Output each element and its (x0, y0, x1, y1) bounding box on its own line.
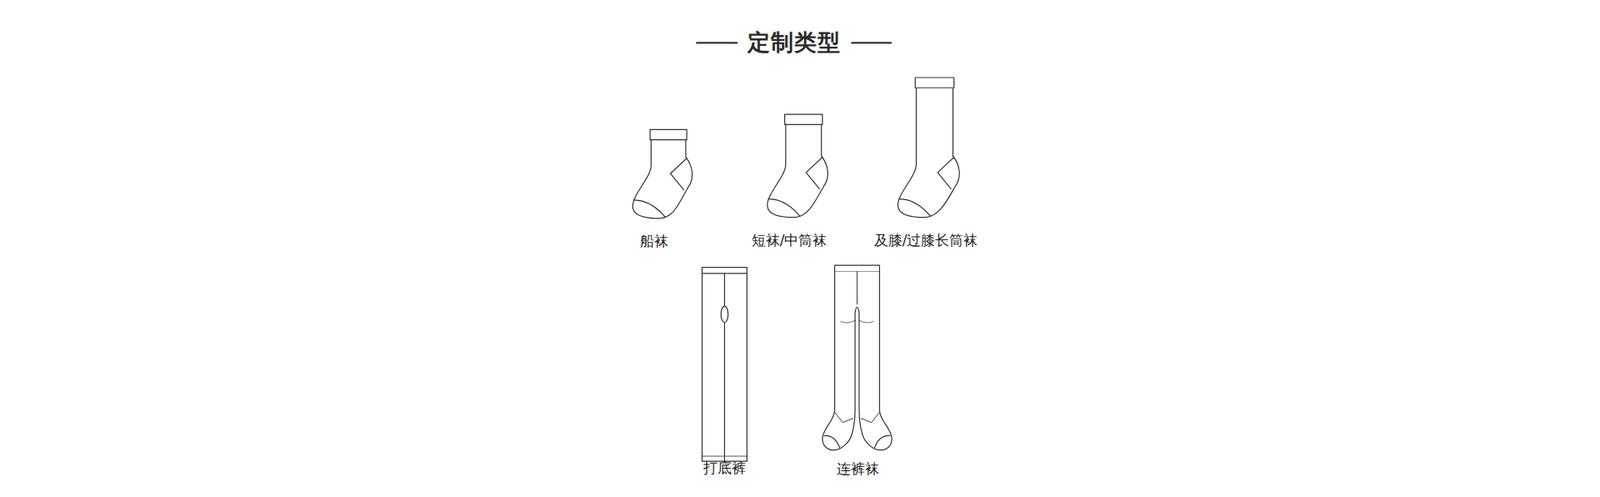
diagram-title: 定制类型 (747, 27, 841, 58)
leggings-drawing (702, 267, 748, 462)
type-label: 打底裤 (703, 458, 746, 478)
sock-toe (899, 199, 931, 217)
sock-drawings (632, 77, 960, 219)
sock-toe (768, 199, 800, 217)
type-label: 短袜/中筒袜 (751, 230, 828, 250)
sock-toe (634, 200, 666, 218)
sock-drawing (632, 129, 692, 218)
sock-heel (670, 158, 688, 190)
sock-drawing (897, 77, 960, 218)
sock-heel (805, 156, 823, 189)
sock-outline (897, 87, 960, 217)
type-label: 及膝/过膝长筒袜 (874, 230, 979, 250)
sock-outline (632, 140, 692, 219)
sock-cuff (650, 129, 687, 140)
sock-cuff (915, 77, 955, 88)
title-rule (696, 41, 737, 44)
sock-cuff (785, 114, 823, 125)
type-label: 船袜 (640, 231, 669, 251)
sock-heel (937, 156, 955, 189)
sock-drawing (767, 114, 829, 218)
title-rule (851, 41, 891, 44)
sock-outline (767, 124, 829, 217)
tights-drawing (822, 265, 892, 450)
type-label: 连裤袜 (836, 459, 880, 479)
